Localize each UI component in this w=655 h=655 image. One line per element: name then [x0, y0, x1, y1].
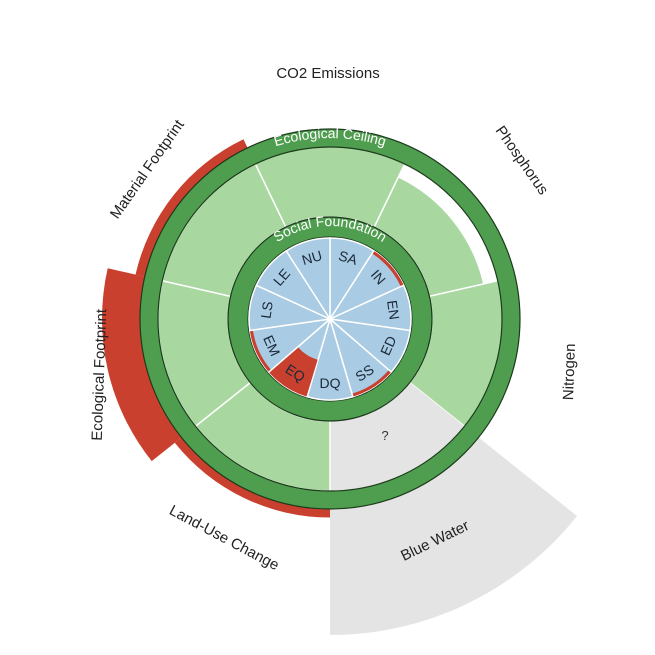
label-land-use: Land-Use Change [166, 502, 281, 574]
foundation-outer-border [227, 216, 433, 422]
rings [139, 128, 521, 510]
label-phosphorus: Phosphorus [492, 123, 552, 198]
label-ecological-footprint: Ecological Footprint [89, 308, 111, 441]
shortfall-ss [352, 370, 391, 397]
label-nitrogen: Nitrogen [560, 343, 579, 400]
ceiling-outer-border [139, 128, 521, 510]
shortfall-in [372, 251, 404, 287]
social-label-em: EM [260, 333, 283, 359]
overshoot-ecological-footprint [102, 268, 184, 462]
social-label-en: EN [384, 299, 403, 321]
social-label-dq: DQ [320, 375, 341, 391]
shortfall-em [249, 330, 271, 372]
social-sector-nu [285, 237, 331, 322]
ecological-ceiling-ring [140, 129, 520, 509]
social-label-ls: LS [258, 300, 276, 319]
sector-blue-water-unknown [330, 382, 578, 635]
ceiling-inner-border [157, 146, 503, 492]
social-label-sa: SA [337, 247, 360, 268]
foundation-inner-border [247, 236, 413, 402]
shortfall-eq [269, 347, 318, 397]
blue-water-unknown-mark: ? [381, 428, 388, 443]
label-co2: CO2 Emissions [276, 65, 379, 82]
social-label-ed: ED [377, 333, 400, 357]
overshoot-land-use-change [174, 436, 330, 518]
social-label-nu: NU [300, 247, 324, 268]
social-foundation-ring [228, 217, 432, 421]
